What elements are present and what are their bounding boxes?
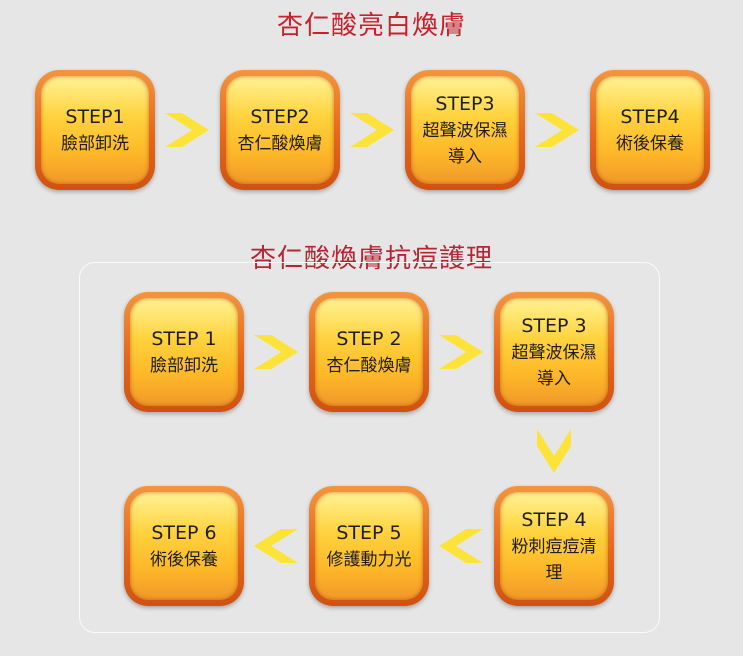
step-number: STEP 1 bbox=[151, 327, 217, 350]
step-label: 臉部卸洗 bbox=[61, 133, 129, 154]
chevron-arrow-icon bbox=[537, 429, 571, 473]
flow-1-step-1: STEP1 臉部卸洗 bbox=[35, 70, 155, 190]
flow-2-title: 杏仁酸煥膚抗痘護理 bbox=[0, 244, 743, 274]
chevron-arrow-icon bbox=[439, 529, 483, 563]
chevron-arrow-icon bbox=[439, 335, 483, 369]
step-label: 粉刺痘痘清理 bbox=[511, 536, 597, 583]
chevron-arrow-icon bbox=[350, 113, 394, 147]
flow-2-step-4: STEP 4 粉刺痘痘清理 bbox=[494, 486, 614, 606]
chevron-arrow-icon bbox=[535, 113, 579, 147]
step-label: 臉部卸洗 bbox=[150, 355, 218, 376]
flow-1-step-4: STEP4 術後保養 bbox=[590, 70, 710, 190]
step-number: STEP 5 bbox=[336, 521, 402, 544]
step-number: STEP 6 bbox=[151, 521, 217, 544]
flow-2-panel bbox=[79, 262, 660, 633]
flow-2-step-2: STEP 2 杏仁酸煥膚 bbox=[309, 292, 429, 412]
step-label: 超聲波保濕導入 bbox=[422, 120, 508, 167]
flow-2-step-5: STEP 5 修護動力光 bbox=[309, 486, 429, 606]
flow-1-step-3: STEP3 超聲波保濕導入 bbox=[405, 70, 525, 190]
chevron-arrow-icon bbox=[165, 113, 209, 147]
step-label: 術後保養 bbox=[150, 549, 218, 570]
chevron-arrow-icon bbox=[254, 529, 298, 563]
step-number: STEP 4 bbox=[521, 508, 587, 531]
flow-1-step-2: STEP2 杏仁酸煥膚 bbox=[220, 70, 340, 190]
flow-2-step-3: STEP 3 超聲波保濕導入 bbox=[494, 292, 614, 412]
step-number: STEP3 bbox=[435, 92, 495, 115]
flow-2-step-1: STEP 1 臉部卸洗 bbox=[124, 292, 244, 412]
chevron-arrow-icon bbox=[254, 335, 298, 369]
flow-2-step-6: STEP 6 術後保養 bbox=[124, 486, 244, 606]
step-label: 術後保養 bbox=[616, 133, 684, 154]
step-number: STEP 2 bbox=[336, 327, 402, 350]
step-label: 杏仁酸煥膚 bbox=[237, 133, 323, 154]
step-label: 修護動力光 bbox=[326, 549, 412, 570]
step-number: STEP1 bbox=[65, 105, 125, 128]
step-label: 超聲波保濕導入 bbox=[511, 342, 597, 389]
step-number: STEP4 bbox=[620, 105, 680, 128]
flow-1-title: 杏仁酸亮白煥膚 bbox=[0, 11, 743, 41]
step-number: STEP2 bbox=[250, 105, 310, 128]
step-number: STEP 3 bbox=[521, 314, 587, 337]
step-label: 杏仁酸煥膚 bbox=[326, 355, 412, 376]
